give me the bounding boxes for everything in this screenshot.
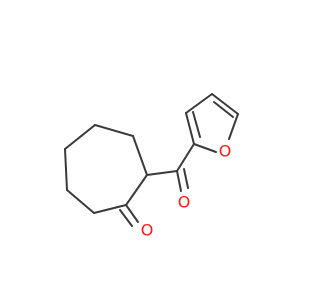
ring-bond [66, 189, 95, 214]
ring-bond [93, 204, 127, 214]
furan-ring [185, 93, 239, 153]
ring-bond [64, 148, 68, 191]
carbonyl-to-furan-bond [176, 143, 195, 172]
ring-bond [94, 124, 134, 137]
ketone-double-bond [119, 204, 139, 227]
furan-oxygen-label: O [219, 142, 232, 161]
molecule-diagram: O O O [64, 93, 239, 240]
ring-bond [125, 174, 148, 206]
carbonyl-oxygen-label: O [178, 193, 191, 212]
cycloheptane-ring [64, 124, 148, 214]
ring-to-carbonyl-bond [146, 170, 178, 176]
carbonyl-double-bond [176, 168, 189, 192]
ketone-oxygen-label: O [141, 221, 154, 240]
ring-bond [132, 135, 148, 176]
ring-bond [64, 124, 96, 150]
